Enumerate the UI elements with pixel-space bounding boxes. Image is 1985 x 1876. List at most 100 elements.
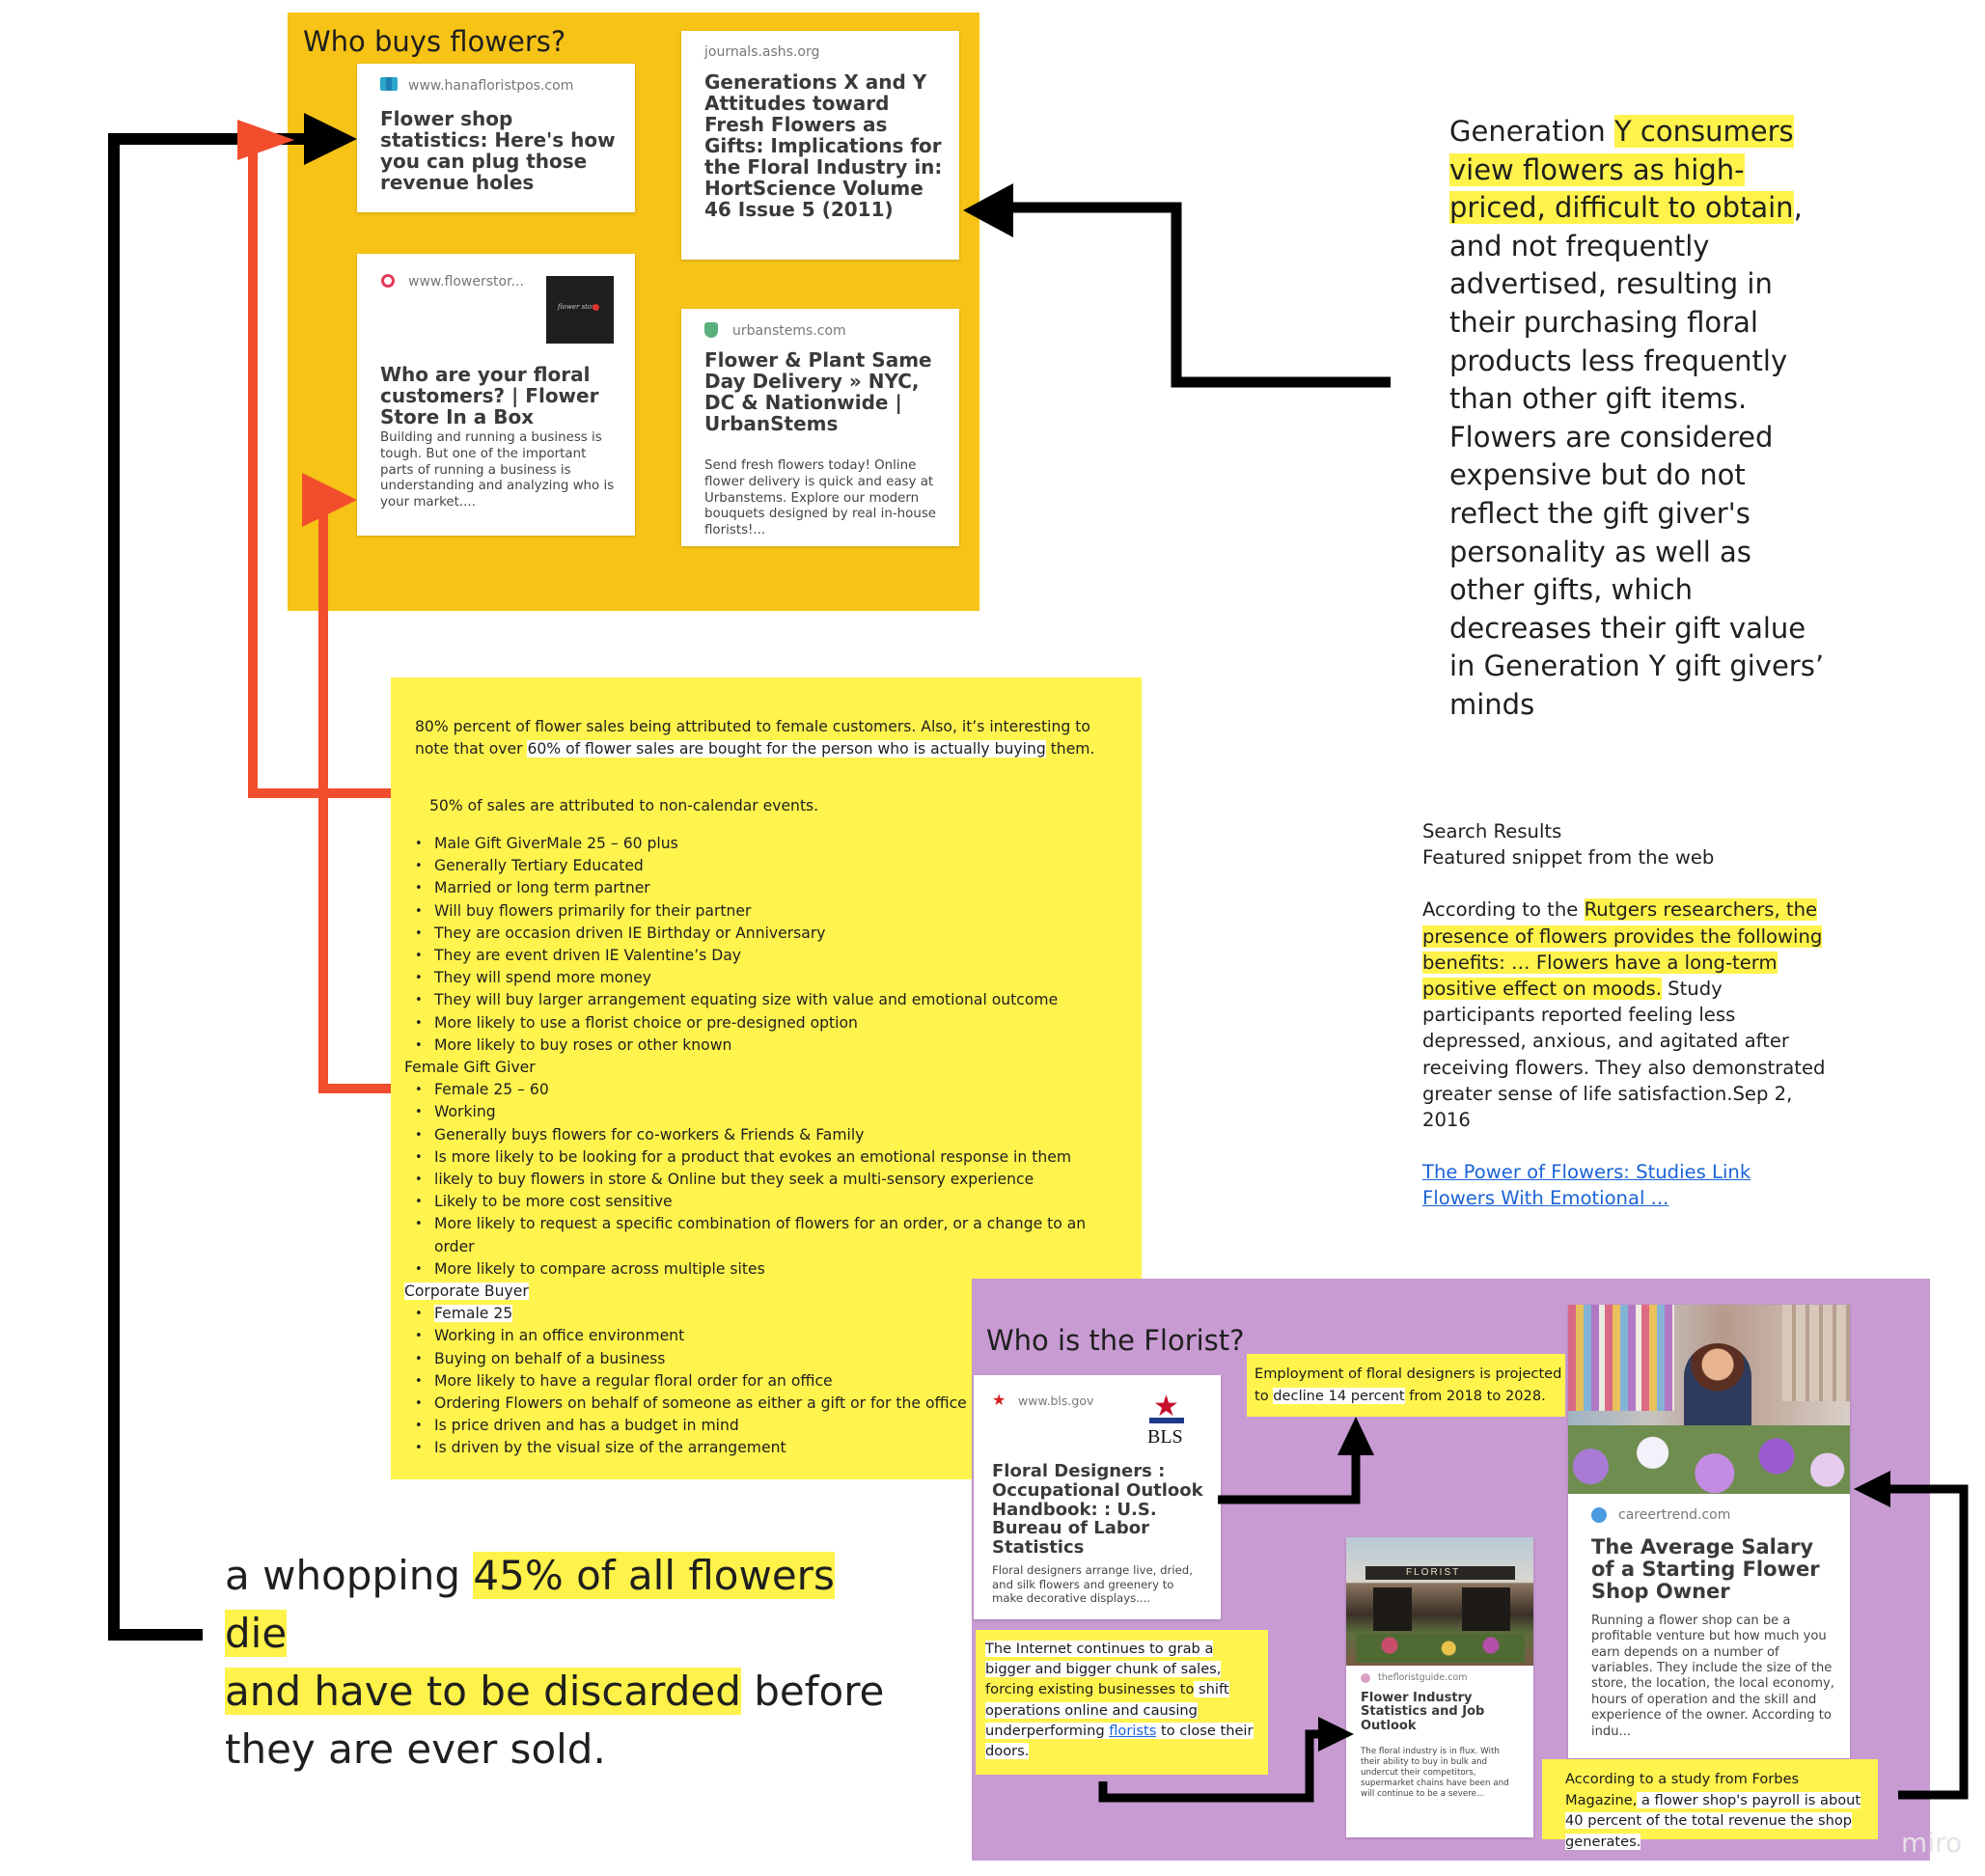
storefront-awning xyxy=(1365,1566,1515,1580)
list-item: Is more likely to be looking for a produ… xyxy=(415,1146,1129,1169)
list-item-text: More likely to compare across multiple s… xyxy=(434,1259,765,1278)
list-item-text: likely to buy flowers in store & Online … xyxy=(434,1171,1034,1189)
hana-logo-icon xyxy=(380,77,398,91)
card-domain: www.bls.gov xyxy=(1018,1393,1094,1408)
female-buyer-list: Female 25 – 60WorkingGenerally buys flow… xyxy=(400,1079,1129,1281)
sticky-text-part: from 2018 to 2028. xyxy=(1404,1387,1546,1404)
list-item: They are event driven IE Valentine’s Day xyxy=(415,945,1134,967)
card-title: The Average Salary of a Starting Flower … xyxy=(1591,1535,1820,1604)
card-description: Send fresh flowers today! Online flower … xyxy=(704,458,937,538)
connector-internet-to-guide xyxy=(1098,1729,1324,1803)
employment-projection-sticky[interactable]: Employment of floral designers is projec… xyxy=(1247,1354,1565,1417)
female-heading: Female Gift Giver xyxy=(404,1059,536,1077)
list-item: Working in an office environment xyxy=(415,1325,1134,1347)
card-title: Flower shop statistics: Here's how you c… xyxy=(380,107,616,194)
power-of-flowers-link[interactable]: The Power of Flowers: Studies Link Flowe… xyxy=(1422,1161,1751,1210)
florists-link[interactable]: florists xyxy=(1109,1722,1157,1739)
intro-highlight: 60% of flower sales are bought for the p… xyxy=(527,740,1046,759)
connector-geny-to-ashs xyxy=(1004,202,1391,388)
flower-bouquets xyxy=(1568,1425,1850,1494)
waste-line-3: they are ever sold. xyxy=(225,1725,606,1773)
sticky-text: Employment of floral designers is projec… xyxy=(1254,1364,1565,1407)
flower-waste-note[interactable]: a whopping 45% of all flowers die and ha… xyxy=(225,1547,900,1779)
arrowhead-icon xyxy=(237,120,294,160)
connector-sales-to-hana xyxy=(248,140,391,798)
who-buys-flowers-frame[interactable]: Who buys flowers? www.hanafloristpos.com… xyxy=(288,13,979,611)
note-text: Generation xyxy=(1449,115,1614,148)
rutgers-note[interactable]: Search Results Featured snippet from the… xyxy=(1422,818,1828,1212)
list-item-text: More likely to request a specific combin… xyxy=(434,1215,1087,1255)
rutgers-paragraph: According to the Rutgers researchers, th… xyxy=(1422,897,1828,1133)
link-card-flowerstore[interactable]: www.flowerstor... flower store Who are y… xyxy=(357,254,635,536)
card-domain: thefloristguide.com xyxy=(1378,1672,1468,1683)
arrowhead-icon xyxy=(1854,1471,1890,1507)
note-highlight: Y consumers view flowers as high-priced,… xyxy=(1449,115,1794,225)
list-item: They will spend more money xyxy=(415,967,1134,989)
sticky-white-highlight: decline 14 percent xyxy=(1273,1387,1405,1404)
corporate-heading-text: Corporate Buyer xyxy=(404,1283,529,1301)
list-item-text: Generally buys flowers for co-workers & … xyxy=(434,1125,865,1144)
arrowhead-icon xyxy=(302,473,357,527)
link-card-hanaflorist[interactable]: www.hanafloristpos.com Flower shop stati… xyxy=(357,64,635,212)
non-calendar-line: 50% of sales are attributed to non-calen… xyxy=(429,797,819,814)
arrowhead-icon xyxy=(1337,1417,1374,1455)
forbes-payroll-sticky[interactable]: According to a study from Forbes Magazin… xyxy=(1542,1759,1878,1850)
link-card-careertrend[interactable]: careertrend.com The Average Salary of a … xyxy=(1568,1305,1850,1758)
card-domain: urbanstems.com xyxy=(732,323,846,339)
note-text: Study participants reported feeling less… xyxy=(1422,978,1826,1132)
list-item: More likely to have a regular floral ord… xyxy=(415,1370,1134,1393)
list-item-text: They will buy larger arrangement equatin… xyxy=(434,991,1059,1009)
flower-store-logo-icon xyxy=(381,274,395,288)
florist-guide-logo-icon xyxy=(1361,1673,1370,1683)
storefront-sign: FLORIST xyxy=(1406,1567,1461,1578)
list-item-text: Is price driven and has a budget in mind xyxy=(434,1417,739,1435)
link-card-florist-guide[interactable]: FLORIST thefloristguide.com Flower Indus… xyxy=(1346,1537,1533,1837)
list-item-text: More likely to have a regular floral ord… xyxy=(434,1371,833,1390)
waste-line-2: and have to be discarded before xyxy=(225,1663,900,1721)
list-item: Will buy flowers primarily for their par… xyxy=(415,900,1134,923)
card-domain: careertrend.com xyxy=(1618,1507,1731,1523)
list-item-text: Is more likely to be looking for a produ… xyxy=(434,1147,1072,1166)
miro-watermark: miro xyxy=(1901,1827,1963,1859)
florist-figure xyxy=(1684,1343,1751,1440)
list-item: More likely to compare across multiple s… xyxy=(415,1258,1129,1281)
card-description: Running a flower shop can be a profitabl… xyxy=(1591,1614,1834,1739)
card-description: Floral designers arrange live, dried, an… xyxy=(992,1563,1193,1606)
ribbon-shelves-right xyxy=(1782,1305,1850,1401)
link-card-urbanstems[interactable]: urbanstems.com Flower & Plant Same Day D… xyxy=(681,309,959,546)
note-text: a whopping xyxy=(225,1552,474,1599)
card-title: Flower Industry Statistics and Job Outlo… xyxy=(1361,1691,1485,1733)
list-item-text: Female 25 xyxy=(434,1305,513,1323)
who-is-florist-frame[interactable]: Who is the Florist? ★ www.bls.gov ★ BLS … xyxy=(972,1279,1930,1861)
generation-y-note[interactable]: Generation Y consumers view flowers as h… xyxy=(1449,113,1831,725)
connector-female-to-flowerstore xyxy=(318,500,391,1093)
internet-sales-sticky[interactable]: The Internet continues to grab a bigger … xyxy=(976,1630,1268,1775)
list-item-text: Will buy flowers primarily for their par… xyxy=(434,901,752,920)
urbanstems-logo-icon xyxy=(704,322,718,338)
list-item-text: They are occasion driven IE Birthday or … xyxy=(434,924,826,942)
corporate-heading: Corporate Buyer xyxy=(400,1281,1134,1303)
thumbnail-flower-icon xyxy=(593,304,599,311)
list-item: More likely to buy roses or other known xyxy=(415,1035,1134,1057)
list-item: More likely to request a specific combin… xyxy=(415,1213,1129,1257)
arrowhead-icon xyxy=(1318,1717,1354,1752)
list-item-text: Ordering Flowers on behalf of someone as… xyxy=(434,1394,967,1413)
link-card-bls[interactable]: ★ www.bls.gov ★ BLS Floral Designers : O… xyxy=(974,1375,1221,1619)
list-item: Buying on behalf of a business xyxy=(415,1348,1134,1370)
storefront-window-left xyxy=(1373,1587,1412,1631)
note-text: , and not frequently advertised, resulti… xyxy=(1449,191,1825,721)
note-text: According to the xyxy=(1422,898,1585,922)
florist-photo xyxy=(1568,1305,1850,1494)
list-item: Female 25 – 60 xyxy=(415,1079,1129,1101)
corporate-buyer-list: Female 25 Working in an office environmen… xyxy=(400,1303,1134,1460)
arrowhead-icon xyxy=(963,183,1013,237)
list-item: Married or long term partner xyxy=(415,877,1134,899)
link-card-ashs-journal[interactable]: journals.ashs.org Generations X and Y At… xyxy=(681,31,959,260)
intro-text: 80% percent of flower sales being attrib… xyxy=(415,718,1090,759)
list-item-text: Male Gift GiverMale 25 – 60 plus xyxy=(434,835,678,852)
list-item-text: More likely to buy roses or other known xyxy=(434,1035,732,1054)
list-item-text: Buying on behalf of a business xyxy=(434,1349,666,1367)
list-item: Male Gift GiverMale 25 – 60 plus xyxy=(415,833,1134,855)
card-title: Flower & Plant Same Day Delivery » NYC, … xyxy=(704,348,932,435)
intro-text: them. xyxy=(1045,740,1095,759)
